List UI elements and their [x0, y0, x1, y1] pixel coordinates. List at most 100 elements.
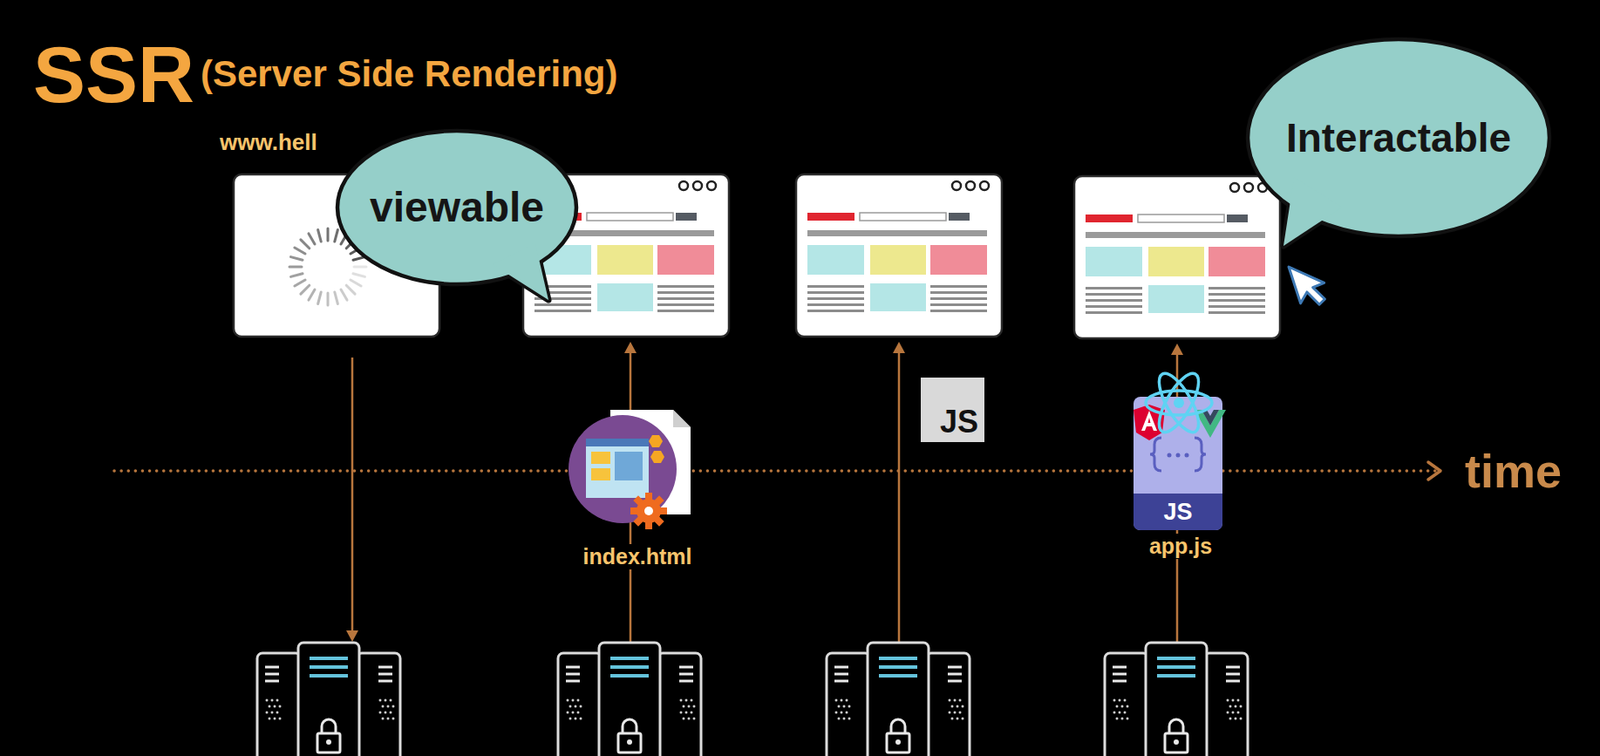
illustration-part — [878, 674, 918, 678]
illustration-part — [321, 719, 336, 734]
illustration-part — [1118, 711, 1122, 715]
illustration-part — [558, 653, 602, 756]
illustration-part — [1226, 699, 1230, 702]
illustration-part — [1133, 493, 1223, 531]
illustration-part — [685, 699, 688, 702]
illustration-part — [1208, 286, 1266, 290]
illustration-part — [1229, 717, 1233, 721]
illustration-part — [579, 717, 583, 721]
illustration-part — [381, 717, 385, 721]
illustration-part — [687, 717, 691, 721]
illustration-part — [569, 717, 572, 721]
illustration-part — [1085, 246, 1143, 277]
illustration-part — [898, 350, 901, 644]
illustration-part — [807, 297, 865, 300]
illustration-part — [610, 665, 649, 669]
illustration-part — [835, 699, 838, 702]
mouse-cursor — [1288, 258, 1330, 311]
illustration-part — [930, 297, 988, 300]
illustration-part — [353, 273, 366, 278]
illustration-part — [650, 450, 665, 463]
illustration-part — [807, 309, 865, 313]
illustration-part — [948, 711, 952, 715]
illustration-part — [392, 705, 395, 709]
browser-window — [1074, 176, 1280, 339]
illustration-part — [294, 247, 306, 254]
illustration-part — [657, 309, 715, 313]
illustration-part — [1208, 311, 1266, 314]
illustration-part — [279, 717, 282, 721]
illustration-part — [1116, 717, 1119, 721]
illustration-part — [1239, 705, 1243, 709]
illustration-part — [1157, 674, 1196, 678]
illustration-part — [326, 292, 330, 306]
illustration-part — [952, 181, 961, 191]
illustration-part — [947, 673, 962, 676]
illustration-part — [930, 285, 988, 288]
illustration-part — [980, 181, 989, 191]
illustration-part — [687, 705, 691, 709]
illustration-part — [1208, 246, 1266, 277]
illustration-part — [1085, 305, 1143, 308]
illustration-part — [1239, 717, 1243, 721]
illustration-part — [265, 666, 280, 669]
illustration-part — [271, 699, 274, 702]
illustration-part — [859, 212, 947, 221]
illustration-part — [268, 705, 272, 709]
illustration-part — [318, 292, 322, 305]
illustration-part — [574, 705, 578, 709]
illustration-part — [1121, 705, 1124, 709]
illustration-part — [1208, 292, 1266, 296]
file-name: app.js — [1145, 533, 1216, 559]
illustration-part — [309, 656, 348, 661]
illustration-part — [1151, 367, 1206, 438]
illustration-part — [657, 285, 715, 288]
illustration-part — [1232, 699, 1235, 702]
illustration-part — [1225, 673, 1240, 676]
illustration-part — [356, 653, 401, 756]
illustration-part — [878, 656, 918, 661]
illustration-part — [1112, 680, 1127, 683]
illustration-part — [346, 630, 359, 642]
server-icon — [826, 642, 970, 756]
illustration-part — [290, 257, 303, 261]
illustration-part — [1184, 453, 1190, 458]
illustration-part — [614, 451, 643, 481]
illustration-part — [1234, 705, 1238, 709]
illustration-part — [1237, 711, 1240, 715]
illustration-part — [648, 435, 663, 448]
illustration-part — [956, 717, 960, 721]
illustration-part — [961, 717, 965, 721]
illustration-part — [807, 291, 865, 294]
illustration-part — [599, 642, 661, 756]
illustration-part — [1145, 642, 1207, 756]
illustration-part — [807, 285, 865, 288]
illustration-part — [340, 289, 348, 300]
illustration-part — [618, 733, 641, 753]
illustration-part — [392, 717, 395, 721]
server-icon — [257, 642, 401, 756]
illustration-part — [308, 289, 315, 300]
illustration-part — [1085, 231, 1266, 239]
illustration-part — [591, 451, 611, 464]
illustration-part — [565, 673, 580, 676]
illustration-part — [961, 705, 965, 709]
illustration-part — [948, 212, 970, 221]
illustration-part — [378, 666, 393, 669]
illustration-part — [807, 303, 865, 307]
illustration-part — [378, 680, 393, 683]
illustration-part — [878, 665, 918, 669]
illustration-part — [378, 673, 393, 676]
illustration-part — [951, 717, 954, 721]
illustration-part — [568, 415, 677, 524]
illustration-part — [354, 265, 367, 269]
url-text: www.hell — [219, 130, 318, 154]
illustration-part — [1150, 437, 1162, 471]
illustration-part — [867, 642, 929, 756]
illustration-part — [308, 233, 315, 245]
illustration-part — [837, 717, 841, 721]
illustration-part — [273, 705, 277, 709]
illustration-part — [892, 341, 906, 354]
illustration-part — [591, 468, 611, 481]
illustration-part — [289, 265, 302, 269]
